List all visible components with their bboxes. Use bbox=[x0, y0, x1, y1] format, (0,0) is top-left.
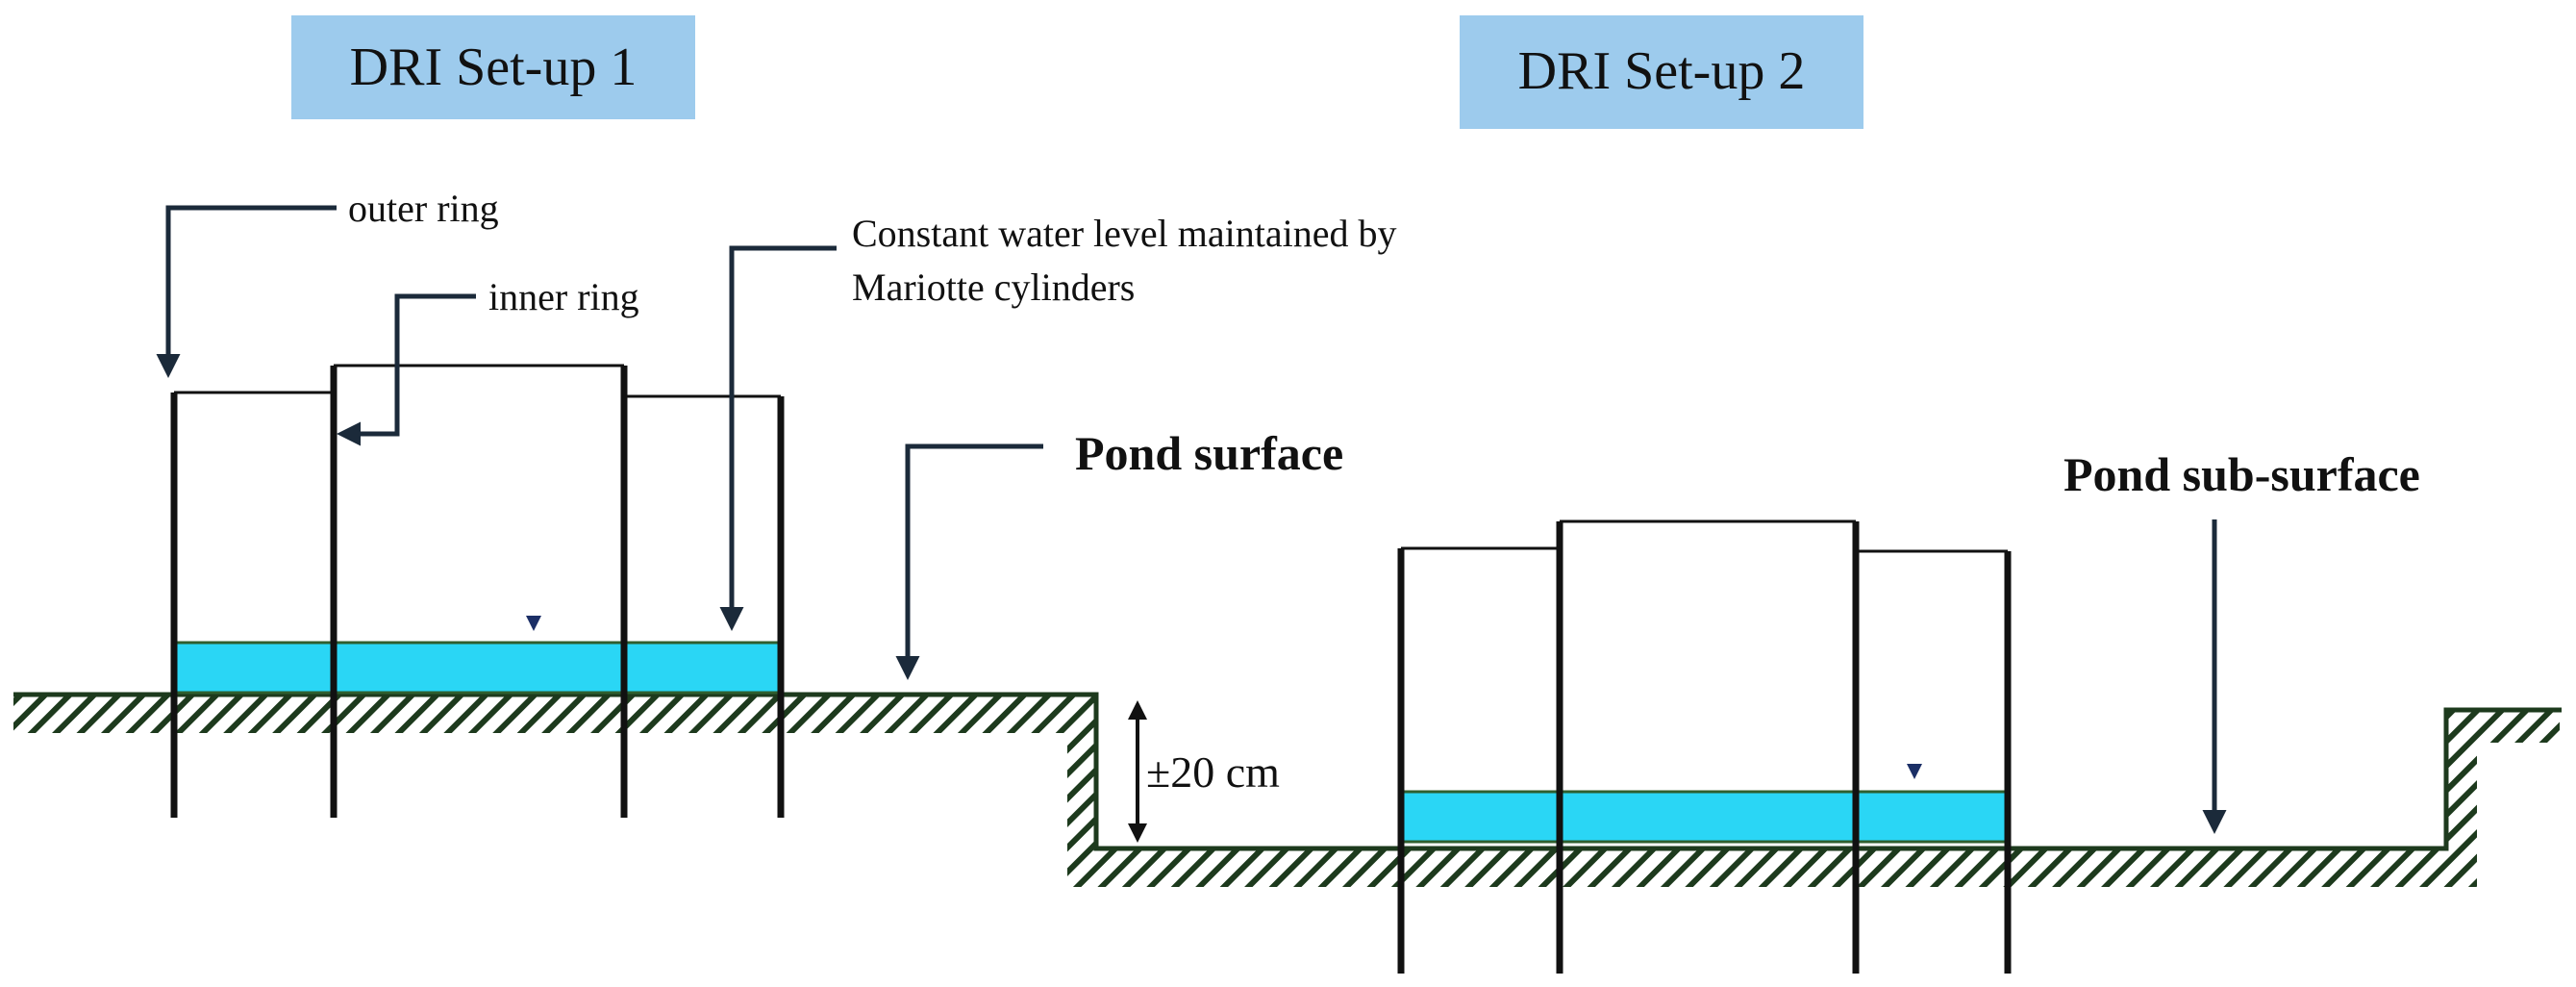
depth-dimension: ±20 cm bbox=[1128, 700, 1280, 843]
constant-level-callout: Constant water level maintained by Mario… bbox=[719, 212, 1397, 631]
ground-hatch-right bbox=[2446, 710, 2560, 743]
setup2-water-level-icon bbox=[1907, 764, 1922, 779]
pond-surface-arrow bbox=[895, 443, 1043, 680]
outer-ring-label: outer ring bbox=[348, 187, 499, 230]
ground-outline bbox=[13, 692, 2562, 851]
inner-ring-callout: inner ring bbox=[337, 275, 639, 446]
setup2-title-box: DRI Set-up 2 bbox=[1460, 15, 1863, 129]
outer-ring-arrow bbox=[156, 205, 337, 378]
setup1-rings bbox=[170, 364, 785, 818]
setup1-outer-ring-rim bbox=[174, 391, 781, 398]
setup1-title-box: DRI Set-up 1 bbox=[291, 15, 695, 119]
depth-label: ±20 cm bbox=[1146, 747, 1280, 797]
setup2-water bbox=[1399, 790, 2010, 844]
inner-ring-arrow bbox=[337, 293, 476, 446]
setup2-title: DRI Set-up 2 bbox=[1518, 41, 1806, 101]
setup2-rings bbox=[1397, 519, 2012, 974]
outer-ring-callout: outer ring bbox=[156, 187, 499, 378]
constant-level-label-line2: Mariotte cylinders bbox=[852, 266, 1135, 309]
setup1-water-level-icon bbox=[526, 616, 541, 631]
inner-ring-label: inner ring bbox=[488, 275, 639, 318]
pond-subsurface-callout: Pond sub-surface bbox=[2063, 447, 2420, 834]
pond-surface-label: Pond surface bbox=[1075, 426, 1343, 480]
ground-profile bbox=[13, 692, 2562, 887]
ground-hatch-pond-bottom bbox=[1067, 848, 2477, 887]
pond-subsurface-label: Pond sub-surface bbox=[2063, 447, 2420, 501]
constant-level-arrow bbox=[719, 245, 837, 631]
setup1-water bbox=[172, 641, 783, 695]
pond-surface-callout: Pond surface bbox=[895, 426, 1343, 680]
setup1-title: DRI Set-up 1 bbox=[350, 38, 638, 97]
setup2-outer-ring-rim bbox=[1401, 546, 2008, 553]
ground-hatch-left bbox=[13, 695, 1096, 733]
constant-level-label-line1: Constant water level maintained by bbox=[852, 212, 1397, 255]
